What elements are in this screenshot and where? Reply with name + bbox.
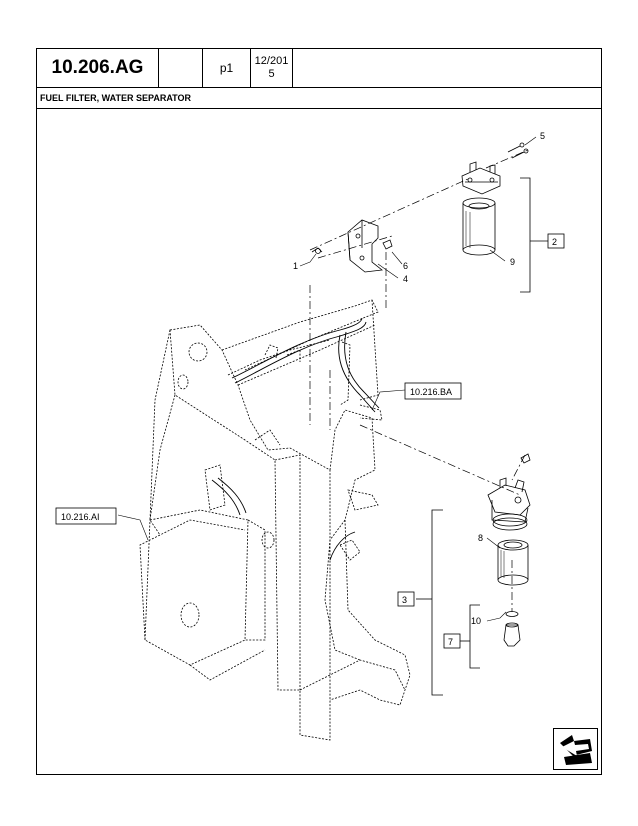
water-bowl	[503, 622, 521, 647]
ref-10-216-ai[interactable]: 10.216.AI	[61, 512, 100, 522]
callout-2: 2	[552, 237, 557, 247]
callout-10: 10	[471, 616, 481, 626]
callout-3: 3	[402, 595, 407, 605]
ref-10-216-ba[interactable]: 10.216.BA	[410, 387, 452, 397]
ref-box-ai[interactable]	[55, 507, 117, 525]
next-page-arrow-icon	[560, 735, 592, 765]
callout-box-2	[547, 233, 565, 249]
bolts-5	[507, 142, 529, 159]
revision-date: 12/201 5	[251, 49, 293, 87]
callout-6: 6	[403, 261, 408, 271]
lower-filter-head	[487, 453, 531, 531]
filter-element-8	[497, 539, 529, 586]
assembly-leaders	[309, 149, 529, 612]
filter-element-9	[462, 197, 496, 256]
frame-outline	[139, 299, 411, 741]
section-code: 10.206.AG	[37, 49, 159, 87]
callout-1: 1	[293, 261, 298, 271]
blank-cell	[159, 49, 203, 87]
upper-filter-head	[461, 161, 501, 195]
document-frame: 10.206.AG p1 12/201 5 FUEL FILTER, WATER…	[36, 48, 602, 775]
page-title: FUEL FILTER, WATER SEPARATOR	[37, 87, 601, 109]
callout-4: 4	[403, 274, 408, 284]
callout-7: 7	[448, 637, 453, 647]
mounting-bracket-4	[347, 219, 383, 273]
bolt-1	[311, 247, 323, 254]
callout-5: 5	[540, 131, 545, 141]
fuel-lines	[211, 317, 380, 561]
callout-box-3	[397, 591, 415, 607]
header-row: 10.206.AG p1 12/201 5	[37, 49, 603, 87]
group-brackets	[416, 177, 548, 696]
page-number: p1	[203, 49, 251, 87]
nut-6	[382, 239, 393, 250]
seal-ring-10	[505, 611, 519, 617]
callout-8: 8	[478, 533, 483, 543]
callout-9: 9	[510, 257, 515, 267]
next-page-button[interactable]	[553, 728, 598, 770]
callout-box-7	[443, 633, 461, 649]
callout-leaders	[117, 136, 537, 622]
ref-box-ba[interactable]	[404, 382, 462, 400]
